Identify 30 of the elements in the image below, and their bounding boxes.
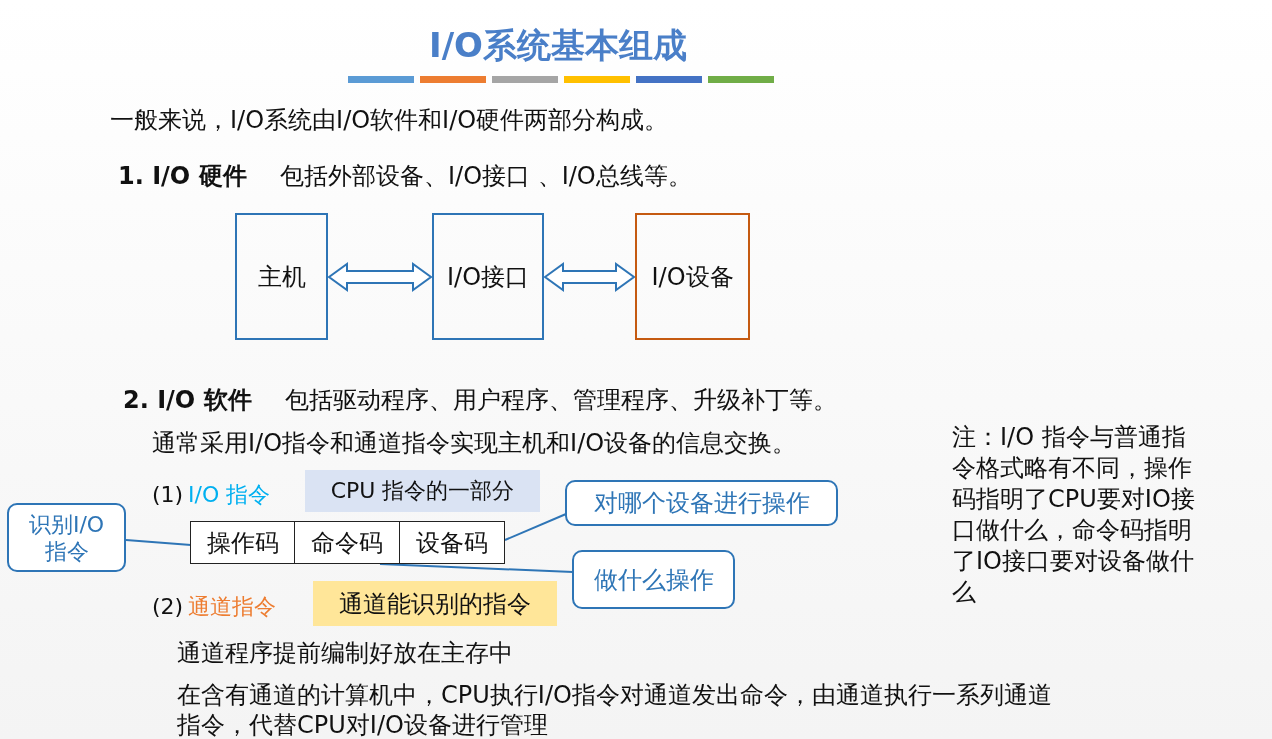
- item-number: (2): [152, 593, 184, 621]
- section-heading: 1. I/O 硬件: [118, 162, 247, 190]
- note-box: 通道能识别的指令: [313, 581, 557, 626]
- double-arrow: [543, 262, 636, 292]
- section-text: 包括驱动程序、用户程序、管理程序、升级补丁等。: [285, 386, 837, 414]
- double-arrow: [327, 262, 433, 292]
- body-text: 在含有通道的计算机中，CPU执行I/O指令对通道发出命令，由通道执行一系列通道指令，代替CPU对I/O设备进行管理: [177, 680, 1053, 739]
- body-text: 通常采用I/O指令和通道指令实现主机和I/O设备的信息交换。: [152, 429, 797, 457]
- interface-box: I/O接口: [432, 213, 544, 340]
- field-cell: 操作码: [190, 521, 295, 564]
- note-text: 注：I/O 指令与普通指令格式略有不同，操作码指明了CPU要对IO接口做什么，命令码指明了IO接口要对设备做什么: [952, 422, 1196, 608]
- item-heading: 通道指令: [188, 593, 276, 621]
- item-heading: I/O 指令: [188, 481, 271, 509]
- field-cell: 命令码: [295, 521, 400, 564]
- item-number: (1): [152, 481, 184, 509]
- callout-box: 做什么操作: [572, 550, 735, 609]
- section-text: 包括外部设备、I/O接口 、I/O总线等。: [280, 162, 692, 190]
- leader-line: [125, 539, 192, 546]
- note-box: CPU 指令的一部分: [305, 470, 540, 512]
- device-box: I/O设备: [635, 213, 750, 340]
- field-cell: 设备码: [400, 521, 505, 564]
- body-text: 通道程序提前编制好放在主存中: [177, 639, 513, 667]
- host-box: 主机: [235, 213, 328, 340]
- callout-box: 识别I/O 指令: [7, 503, 126, 572]
- leader-line: [504, 513, 567, 541]
- section-heading: 2. I/O 软件: [123, 386, 252, 414]
- intro-text: 一般来说，I/O系统由I/O软件和I/O硬件两部分构成。: [110, 106, 669, 134]
- leader-line: [379, 563, 574, 573]
- title: I/O系统基本组成: [428, 24, 688, 66]
- callout-box: 对哪个设备进行操作: [565, 480, 838, 526]
